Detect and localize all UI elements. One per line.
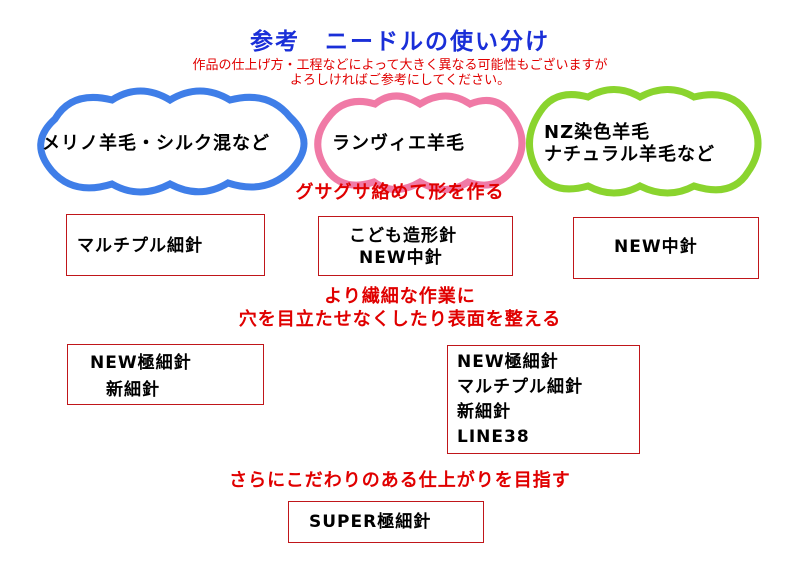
needle-label: マルチプル細針 — [457, 377, 583, 397]
needle-label: NEW極細針 — [457, 352, 559, 372]
box-rambouillet-stage1: こども造形針 NEW中針 — [318, 216, 513, 276]
cloud-nz-outline — [526, 86, 762, 197]
needle-label: こども造形針 — [349, 226, 457, 246]
cloud-nz-label-line-1: NZ染色羊毛 — [544, 122, 651, 143]
stage1-heading: グサグサ絡めて形を作る — [295, 182, 505, 203]
needle-label: 新細針 — [457, 402, 511, 422]
box-stage3: SUPER極細針 — [288, 501, 484, 543]
cloud-nz-label-line-2: ナチュラル羊毛など — [544, 144, 715, 165]
needle-label: NEW極細針 — [90, 353, 192, 373]
box-nz-stage1: NEW中針 — [573, 217, 759, 279]
needle-label: NEW中針 — [614, 237, 698, 257]
needle-label: 新細針 — [106, 380, 160, 400]
box-merino-stage1: マルチプル細針 — [66, 214, 265, 276]
cloud-merino-label: メリノ羊毛・シルク混など — [42, 133, 270, 154]
needle-label: マルチプル細針 — [77, 236, 203, 256]
box-nz-stage2: NEW極細針 マルチプル細針 新細針 LINE38 — [447, 345, 640, 454]
box-merino-stage2: NEW極細針 新細針 — [67, 344, 264, 405]
stage2-heading-line-2: 穴を目立たせなくしたり表面を整える — [238, 309, 562, 330]
needle-label: LINE38 — [457, 427, 530, 447]
cloud-rambouillet-outline — [314, 92, 526, 193]
stage3-heading: さらにこだわりのある仕上がりを目指す — [229, 470, 571, 491]
page-title: 参考 ニードルの使い分け — [250, 29, 550, 55]
cloud-merino-outline — [37, 87, 308, 196]
needle-label: NEW中針 — [359, 248, 443, 268]
cloud-rambouillet-label: ランヴィエ羊毛 — [332, 133, 465, 154]
needle-label: SUPER極細針 — [309, 512, 432, 532]
stage2-heading-line-1: より繊細な作業に — [324, 286, 476, 307]
disclaimer-note-line-1: 作品の仕上げ方・工程などによって大きく異なる可能性もございますが — [192, 58, 608, 73]
disclaimer-note-line-2: よろしければご参考にしてください。 — [289, 73, 511, 88]
